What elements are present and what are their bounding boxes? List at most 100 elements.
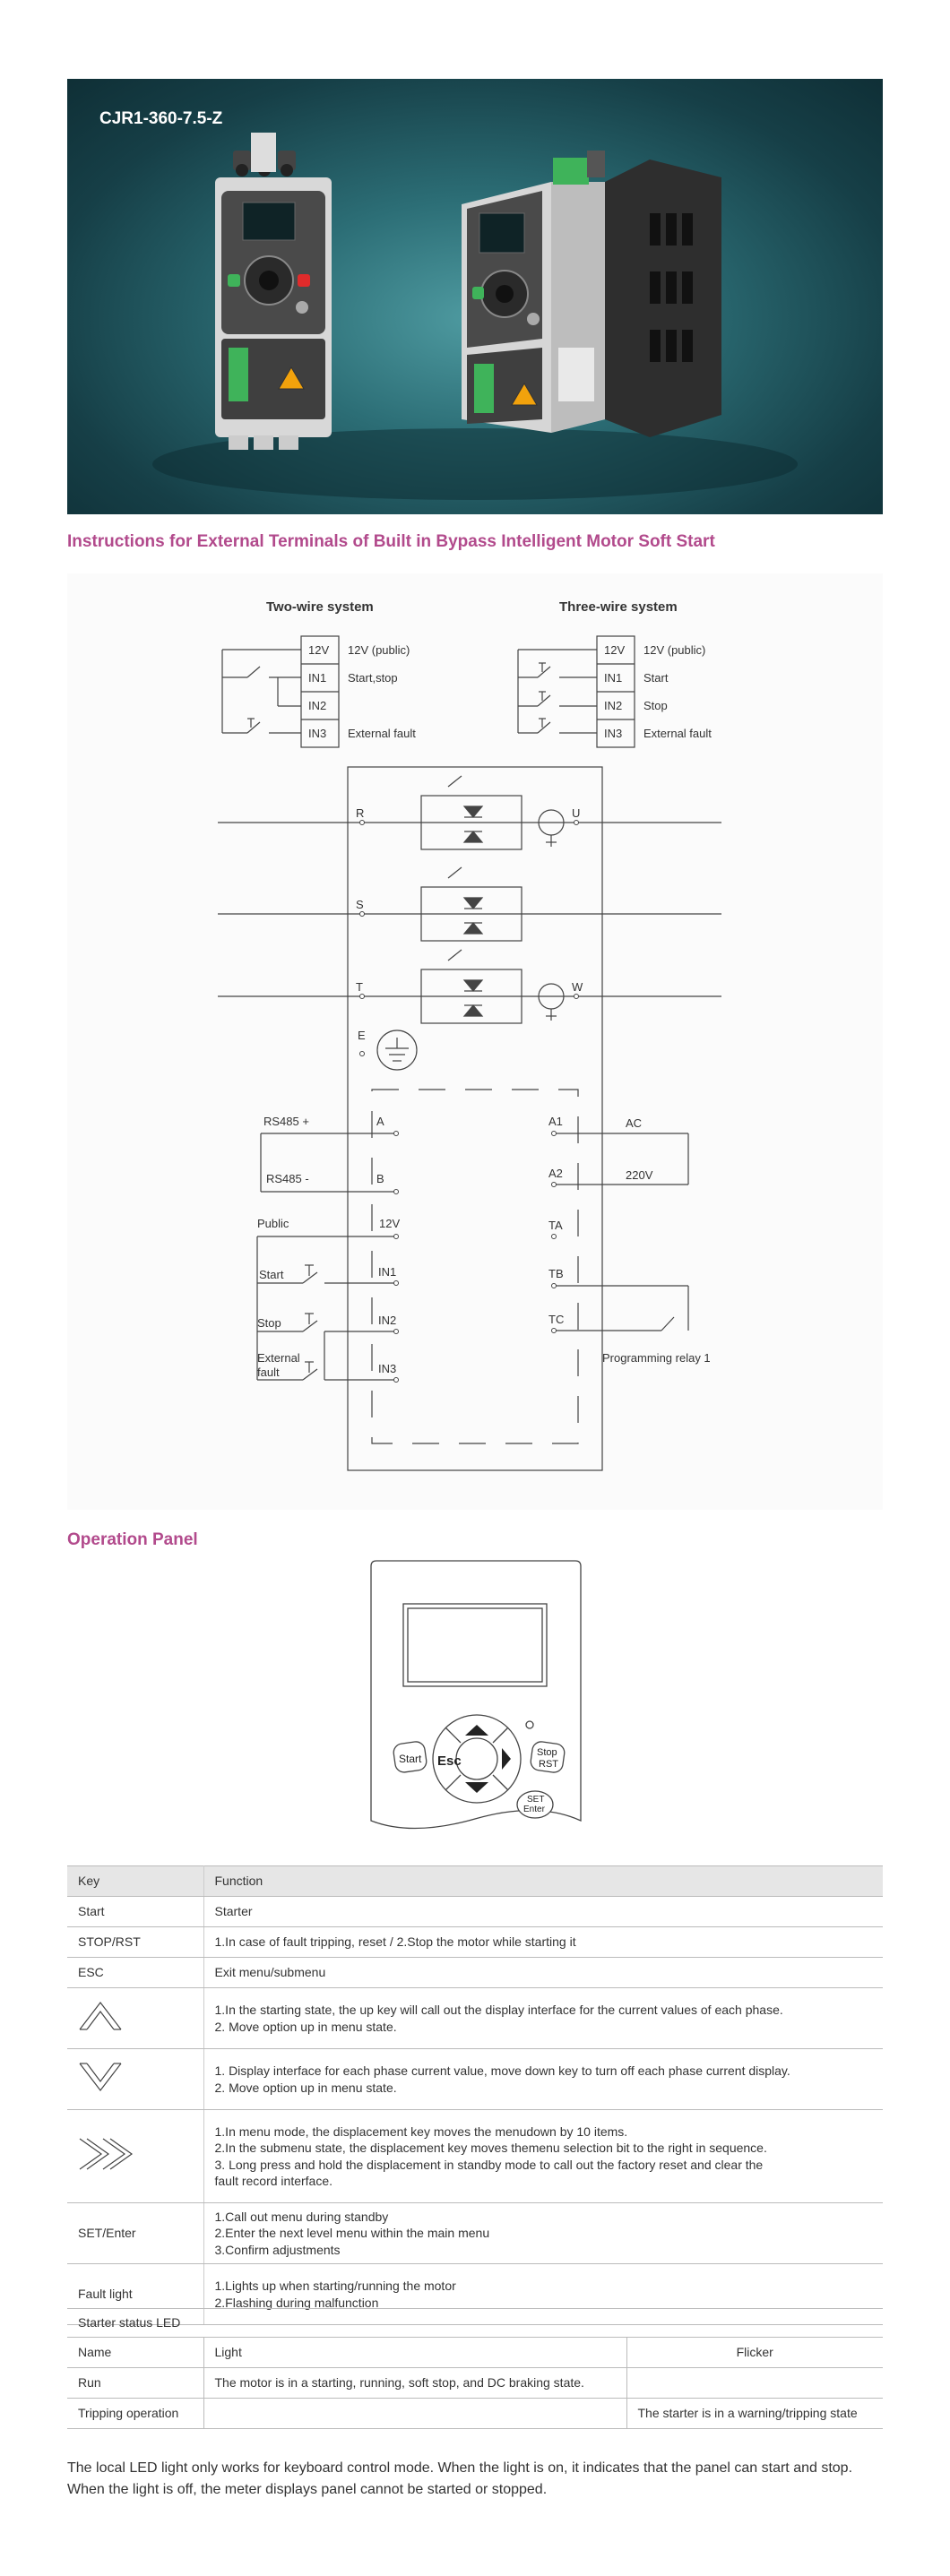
- flicker-column-header: Flicker: [626, 2337, 883, 2368]
- nav-arrows: [465, 1725, 511, 1793]
- function-line: 1.Call out menu during standby: [214, 2210, 389, 2225]
- three-wire-label-12v: 12V (public): [643, 643, 705, 657]
- display-screen: [407, 1607, 543, 1683]
- hero-product-image: CJR1-360-7.5-Z: [67, 79, 883, 514]
- terminals-section-title: Instructions for External Terminals of B…: [67, 532, 715, 551]
- table-row: Run The motor is in a starting, running,…: [67, 2367, 883, 2399]
- three-wire-label-in3: External fault: [643, 727, 712, 740]
- status-flicker: The starter is in a warning/tripping sta…: [626, 2398, 883, 2429]
- function-line: 1.In menu mode, the displacement key mov…: [214, 2124, 628, 2140]
- large-unit: [462, 151, 721, 437]
- term-ta-label: TA: [548, 1219, 563, 1232]
- key-function: 1.Call out menu during standby 2.Enter t…: [203, 2202, 883, 2264]
- key-function: Starter: [203, 1896, 883, 1927]
- function-line: 2.In the submenu state, the displacement…: [214, 2141, 767, 2156]
- key-function: 1.In the starting state, the up key will…: [203, 1987, 883, 2049]
- status-table-title-row: Starter status LED: [67, 2308, 883, 2338]
- function-line: 3.Confirm adjustments: [214, 2242, 341, 2257]
- scr-block-t: [420, 949, 522, 1024]
- nav-up-arrow-icon: [465, 1725, 488, 1736]
- term-in2-label: IN2: [378, 1314, 396, 1327]
- function-line: fault record interface.: [214, 2173, 333, 2188]
- enter-key-label: Enter: [523, 1805, 546, 1814]
- wiring-diagram: Two-wire system Three-wire system 12V IN…: [67, 573, 883, 1510]
- rs485-minus-label: RS485 -: [266, 1172, 309, 1185]
- status-name: Tripping operation: [67, 2398, 204, 2429]
- three-wire-label-in2: Stop: [643, 699, 668, 712]
- three-wire-term-12v: 12V: [604, 643, 625, 657]
- table-row: Tripping operation The starter is in a w…: [67, 2398, 883, 2429]
- term-a-label: A: [376, 1115, 384, 1128]
- table-row: 1.In menu mode, the displacement key mov…: [67, 2109, 883, 2203]
- operation-panel-svg: Start Esc Stop RST SET Enter: [370, 1560, 582, 1830]
- two-wire-term-in2: IN2: [308, 699, 326, 712]
- two-wire-label-in3: External fault: [348, 727, 416, 740]
- two-wire-term-in3: IN3: [308, 727, 326, 740]
- phase-w-label: W: [572, 980, 583, 994]
- set-key-label: SET: [527, 1795, 544, 1805]
- key-name: ESC: [67, 1957, 204, 1988]
- table-row: Start Starter: [67, 1896, 883, 1927]
- key-name: SET/Enter: [67, 2202, 204, 2264]
- three-wire-term-in2: IN2: [604, 699, 622, 712]
- three-wire-term-in3: IN3: [604, 727, 622, 740]
- operation-panel-drawing: Start Esc Stop RST SET Enter: [363, 1559, 587, 1837]
- two-wire-term-in1: IN1: [308, 671, 326, 685]
- set-enter-key: [516, 1790, 554, 1819]
- table-row: 1. Display interface for each phase curr…: [67, 2048, 883, 2110]
- down-arrow-icon: [79, 2063, 122, 2092]
- double-chevron-right-icon: [79, 2138, 134, 2170]
- function-line: 1. Display interface for each phase curr…: [214, 2063, 790, 2079]
- key-icon-cell: [67, 2048, 204, 2110]
- key-function: 1.In menu mode, the displacement key mov…: [203, 2109, 883, 2203]
- table-row: STOP/RST 1.In case of fault tripping, re…: [67, 1926, 883, 1958]
- rs485-plus-label: RS485 +: [263, 1115, 309, 1128]
- two-wire-label-12v: 12V (public): [348, 643, 410, 657]
- light-column-header: Light: [203, 2337, 627, 2368]
- keys-table-header: Key Function: [67, 1865, 883, 1897]
- keys-table: Key Function Start Starter STOP/RST 1.In…: [67, 1865, 883, 2325]
- phase-r-label: R: [356, 806, 364, 820]
- term-12v-label: 12V: [379, 1217, 400, 1230]
- term-b-label: B: [376, 1172, 384, 1185]
- scr-block-r: [420, 775, 522, 850]
- ac-label: AC: [626, 1116, 642, 1130]
- name-column-header: Name: [67, 2337, 204, 2368]
- two-wire-title: Two-wire system: [266, 599, 374, 615]
- nav-right-arrow-icon: [502, 1748, 511, 1770]
- external-fault-label-1: External: [257, 1351, 300, 1365]
- key-function: 1. Display interface for each phase curr…: [203, 2048, 883, 2110]
- function-line: 3. Long press and hold the displacement …: [214, 2157, 764, 2172]
- phase-t-label: T: [356, 980, 363, 994]
- function-line: 1.Lights up when starting/running the mo…: [214, 2279, 456, 2294]
- scr-block-s: [420, 866, 522, 942]
- function-column-header: Function: [203, 1865, 883, 1897]
- small-unit: [215, 133, 332, 450]
- key-name: Start: [67, 1896, 204, 1927]
- stop-key-label: Stop: [537, 1747, 557, 1758]
- stop-input-label: Stop: [257, 1316, 281, 1330]
- start-input-label: Start: [259, 1268, 284, 1281]
- relay-label: Programming relay 1: [602, 1351, 711, 1365]
- center-hub: [455, 1737, 498, 1780]
- led-note: The local LED light only works for keybo…: [67, 2460, 853, 2497]
- three-wire-label-in1: Start: [643, 671, 669, 685]
- hero-model-label: CJR1-360-7.5-Z: [99, 109, 223, 128]
- status-light: The motor is in a starting, running, sof…: [203, 2367, 627, 2399]
- function-line: 1.In the starting state, the up key will…: [214, 2003, 783, 2018]
- wiring-svg: Two-wire system Three-wire system 12V IN…: [218, 599, 721, 1471]
- term-in3-label: IN3: [378, 1362, 396, 1375]
- status-table-header: Name Light Flicker: [67, 2337, 883, 2368]
- function-line: 2.Flashing during malfunction: [214, 2295, 379, 2310]
- key-function: 1.In case of fault tripping, reset / 2.S…: [203, 1926, 883, 1958]
- rst-key-label: RST: [539, 1759, 558, 1770]
- key-column-header: Key: [67, 1865, 204, 1897]
- up-arrow-icon: [79, 2002, 122, 2031]
- term-a1-label: A1: [548, 1115, 563, 1128]
- panel-section-title: Operation Panel: [67, 1530, 198, 1549]
- three-wire-term-in1: IN1: [604, 671, 622, 685]
- function-line: 2.Enter the next level menu within the m…: [214, 2226, 490, 2241]
- status-led: [525, 1720, 534, 1729]
- key-icon-cell: [67, 2109, 204, 2203]
- phase-s-label: S: [356, 898, 364, 911]
